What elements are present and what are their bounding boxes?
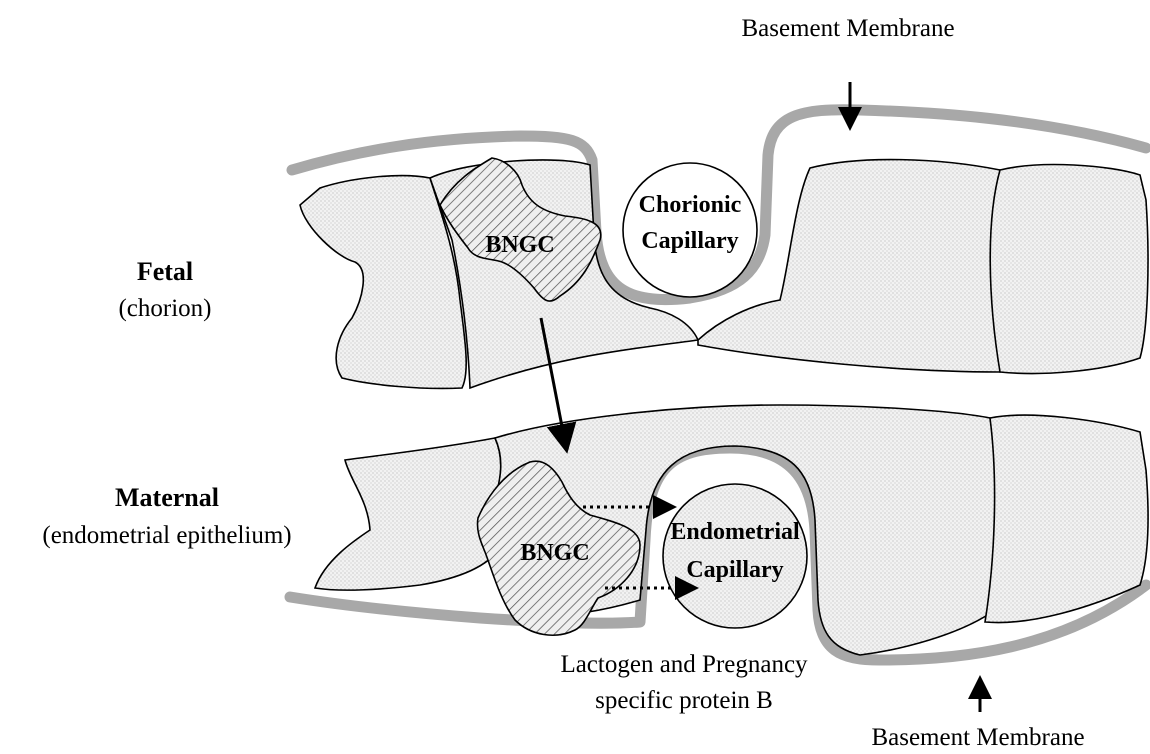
maternal-label: Maternal — [115, 483, 219, 512]
endometrial-capillary-label-1: Endometrial — [670, 519, 800, 545]
basement-membrane-bottom-label: Basement Membrane — [871, 724, 1084, 751]
basement-membrane-top-label: Basement Membrane — [741, 15, 954, 42]
endometrial-capillary — [663, 484, 807, 628]
fetal-label: Fetal — [137, 257, 193, 286]
maternal-sublabel: (endometrial epithelium) — [42, 522, 291, 549]
endometrial-capillary-label-2: Capillary — [686, 557, 783, 583]
fetal-cell-4 — [990, 165, 1148, 374]
secreted-proteins-label-1: Lactogen and Pregnancy — [560, 651, 808, 678]
chorionic-capillary-label-2: Capillary — [641, 228, 738, 254]
fetal-sublabel: (chorion) — [118, 295, 211, 322]
maternal-cell-3 — [985, 415, 1148, 622]
bngc-fetal-label: BNGC — [485, 232, 554, 258]
bngc-maternal-label: BNGC — [520, 540, 589, 566]
maternal-cell-1 — [315, 438, 501, 590]
chorionic-capillary-label-1: Chorionic — [639, 192, 742, 218]
secreted-proteins-label-2: specific protein B — [595, 687, 773, 714]
